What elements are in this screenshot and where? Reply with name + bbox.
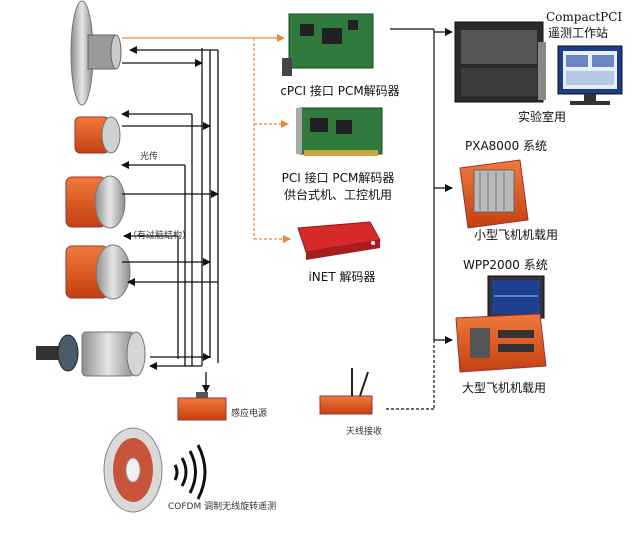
receiver-bus-lines xyxy=(386,28,453,410)
slip-ring-sensor-1 xyxy=(74,116,121,154)
optical-label: 光传 xyxy=(140,152,159,162)
slip-structure-label: （有过脑结构） xyxy=(128,231,192,241)
compactpci-title-2: 遥测工作站 xyxy=(548,26,609,40)
cpci-pcm-card xyxy=(282,13,374,76)
large-aircraft-label: 大型飞机机载用 xyxy=(462,381,547,395)
cofdm-rotary-disc xyxy=(103,427,163,513)
encoder-sensor xyxy=(36,331,146,377)
pci-pcm-card xyxy=(296,107,383,156)
compactpci-workstation xyxy=(454,21,546,103)
antenna-receive-label: 天线接收 xyxy=(346,427,383,437)
cofdm-label: COFDM 调制无线旋转遥测 xyxy=(168,502,277,512)
wpp2000-rack xyxy=(455,275,547,373)
antenna-receiver xyxy=(319,368,373,415)
slip-ring-sensor-3 xyxy=(65,244,131,300)
induction-power-box xyxy=(177,392,227,421)
inet-decoder-label: iNET 解码器 xyxy=(308,270,376,284)
small-aircraft-label: 小型飞机机载用 xyxy=(474,228,559,242)
pxa8000-title: PXA8000 系统 xyxy=(465,139,548,153)
lab-use-label: 实验室用 xyxy=(518,110,567,124)
pci-decoder-label-2: 供台式机、工控机用 xyxy=(283,188,393,202)
sensor-bus-lines xyxy=(121,46,219,393)
wpp2000-title: WPP2000 系统 xyxy=(463,258,548,272)
compactpci-title-1: CompactPCI xyxy=(546,10,623,24)
wireless-waves-icon xyxy=(173,444,207,500)
induction-power-label: 感应电源 xyxy=(231,409,268,419)
orange-signal-lines xyxy=(122,34,291,243)
pxa8000-rack xyxy=(459,159,529,229)
inet-decoder-box xyxy=(297,221,381,260)
rotary-disc-sensor xyxy=(70,0,122,106)
cpci-decoder-label: cPCI 接口 PCM解码器 xyxy=(280,84,400,98)
pci-decoder-label-1: PCI 接口 PCM解码器 xyxy=(281,171,395,185)
slip-ring-sensor-2 xyxy=(65,175,126,229)
monitor-icon xyxy=(557,45,623,105)
